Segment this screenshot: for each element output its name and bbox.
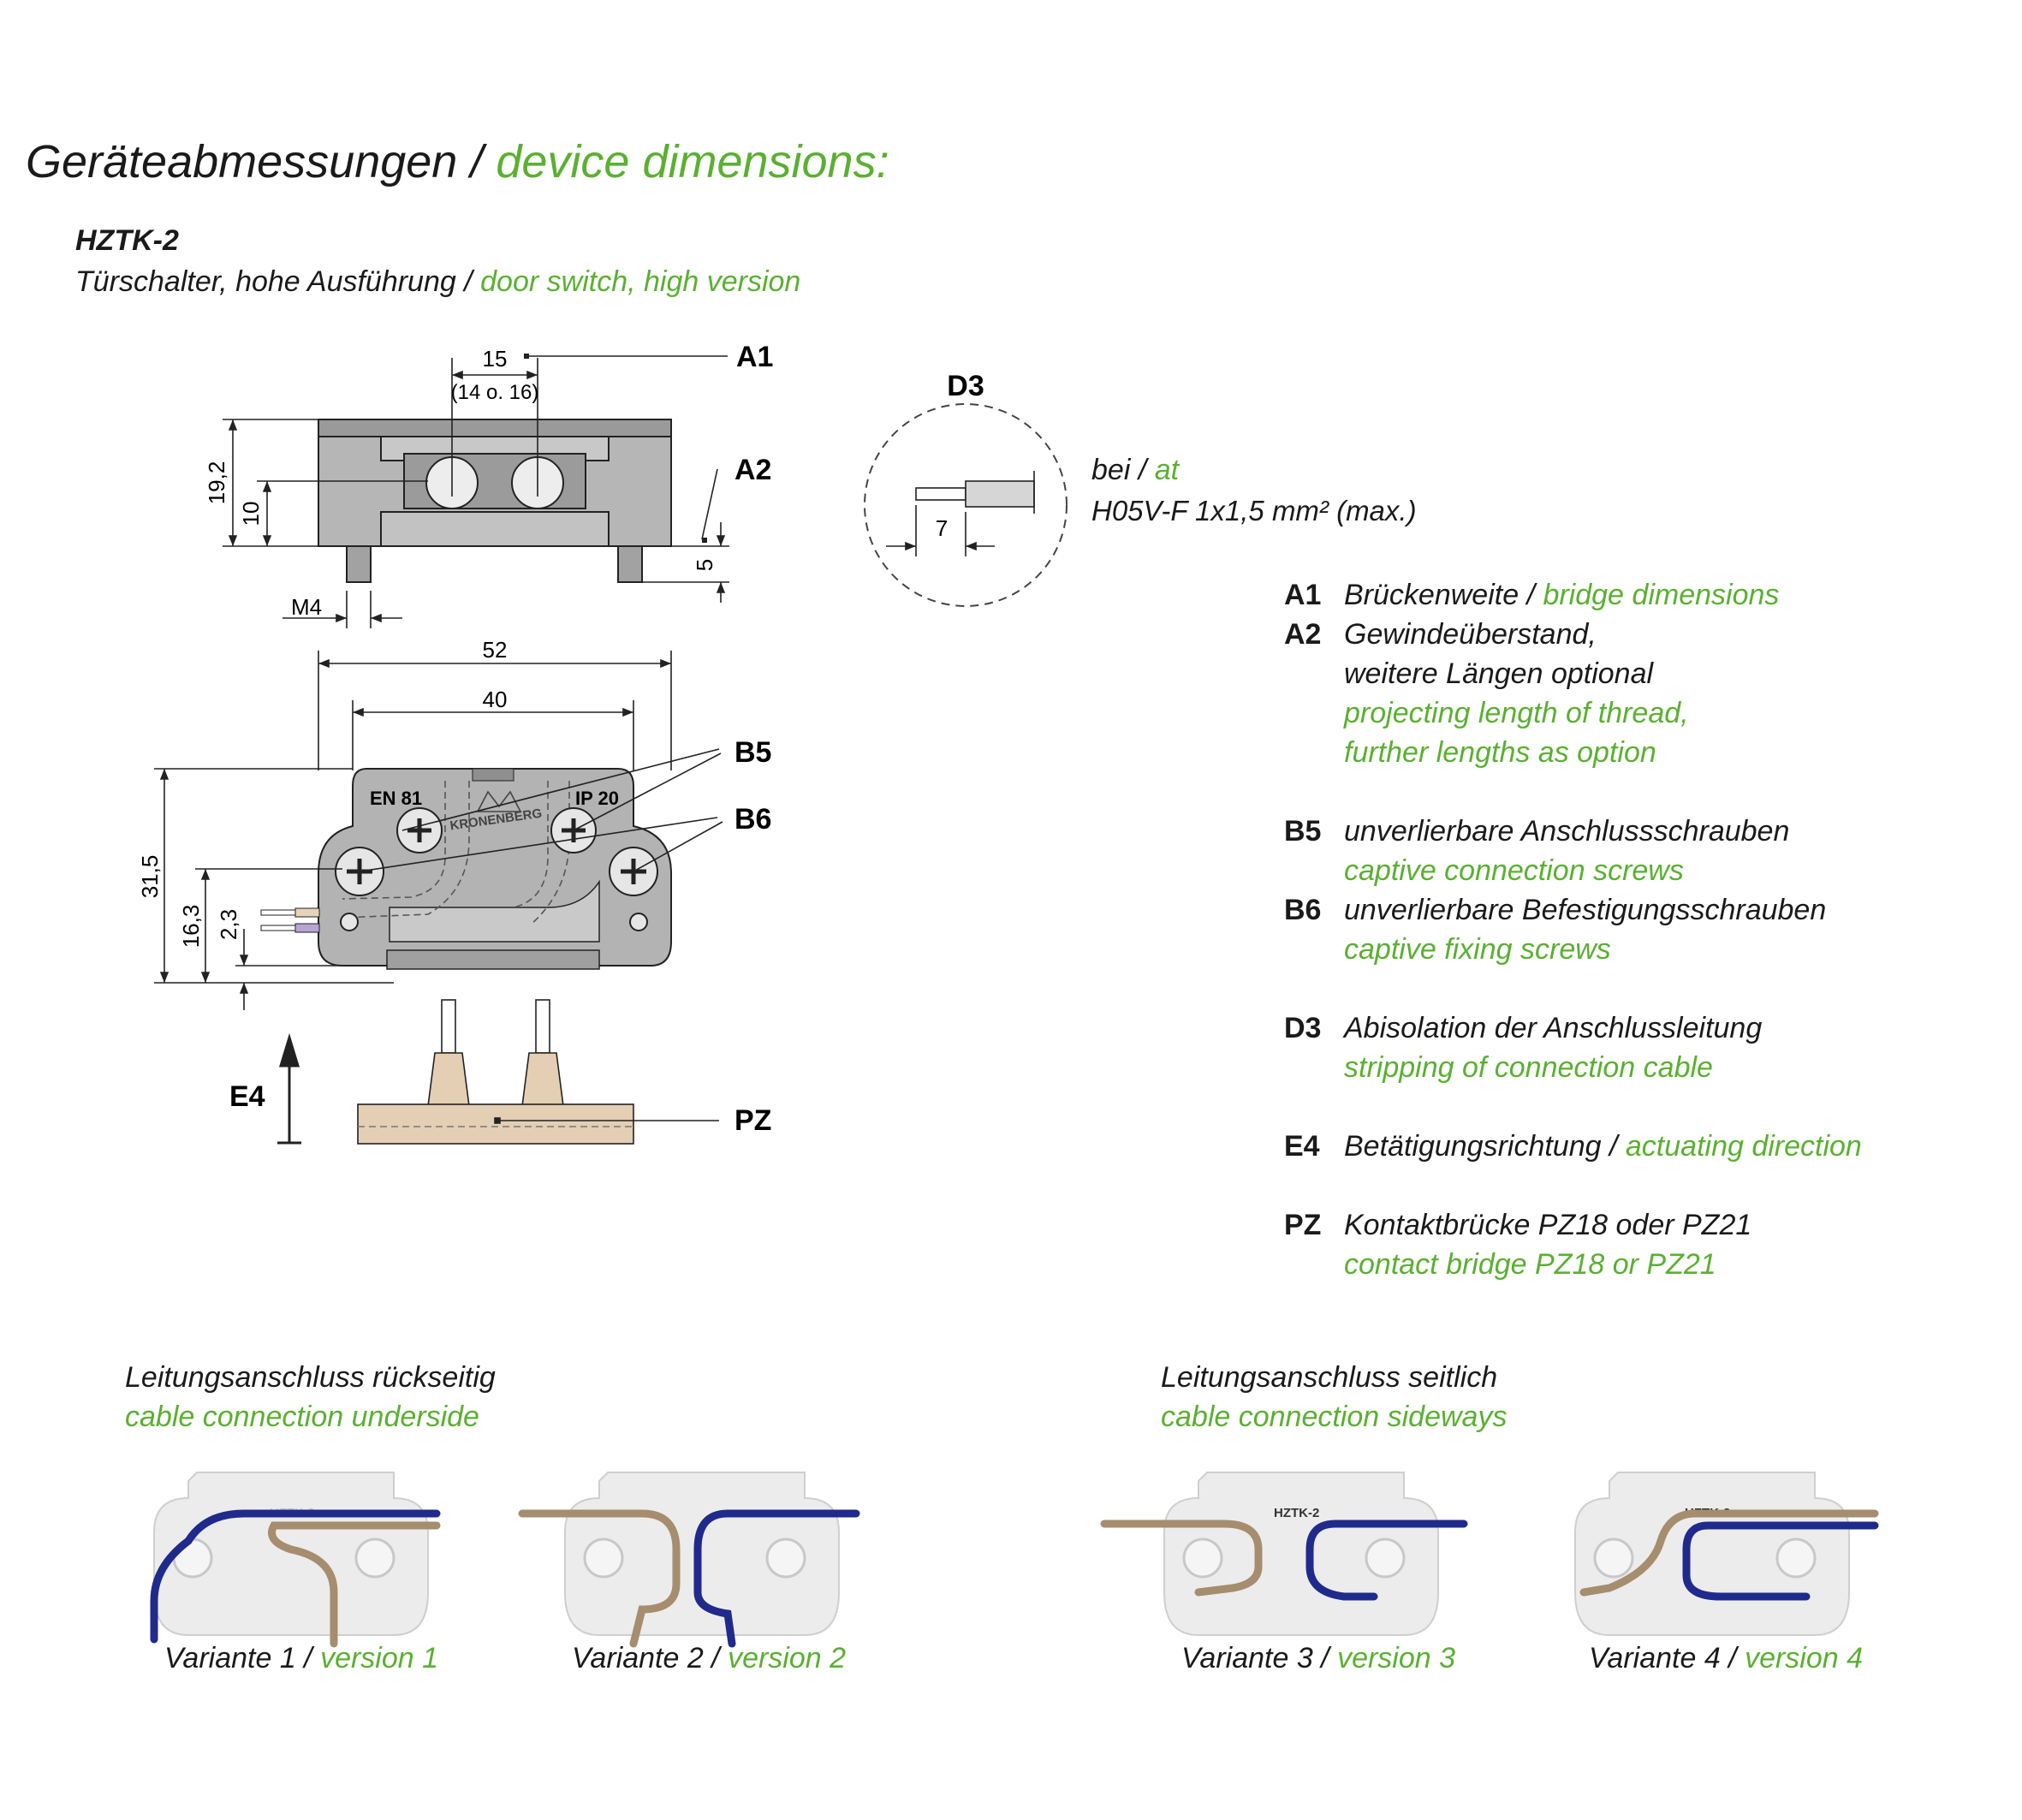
subtitle: Türschalter, hohe Ausführung / door swit…: [75, 265, 800, 299]
variant-2-de: Variante 2: [572, 1642, 704, 1674]
sideways-heading-en: cable connection sideways: [1161, 1401, 1508, 1433]
legend-text-de: Betätigungsrichtung: [1344, 1130, 1602, 1163]
dim-10: 10: [238, 502, 264, 526]
d3-note: bei / at: [1091, 454, 1179, 487]
legend-key: B6: [1284, 894, 1322, 926]
variant-4-caption: Variante 4 / version 4: [1589, 1642, 1864, 1674]
legend-text-en: projecting length of thread,: [1344, 697, 1689, 729]
sideways-heading-de: Leitungsanschluss seitlich: [1161, 1361, 1498, 1394]
thumb-label: HZTK-2: [1274, 1506, 1319, 1520]
callout-e4: E4: [229, 1080, 265, 1113]
legend-key: E4: [1284, 1130, 1320, 1163]
front-view-dimensions: [154, 651, 723, 1010]
dim-5: 5: [692, 559, 717, 571]
cable-stub: [260, 907, 320, 933]
model-name: HZTK-2: [75, 224, 179, 257]
dim-31-5: 31,5: [137, 855, 163, 899]
legend-key: A1: [1284, 579, 1322, 611]
dim-2-3: 2,3: [216, 909, 241, 940]
d3-note-sep: /: [1130, 454, 1155, 486]
dim-52: 52: [483, 637, 508, 663]
title-en: device dimensions:: [496, 136, 889, 187]
variant-4-de: Variante 4: [1589, 1642, 1721, 1674]
dim-7: 7: [936, 515, 948, 541]
callout-pz: PZ: [734, 1104, 771, 1137]
actuation-arrow-icon: [277, 1032, 301, 1145]
d3-cable: H05V-F 1x1,5 mm² (max.): [1091, 495, 1417, 526]
variant-3-thumbnail: HZTK-2: [1100, 1472, 1468, 1636]
dim-19-2: 19,2: [204, 461, 229, 505]
legend-text-en: further lengths as option: [1344, 736, 1656, 769]
legend-text-en: contact bridge PZ18 or PZ21: [1344, 1248, 1716, 1281]
callout-d3: D3: [947, 370, 984, 402]
legend-text-de: Kontaktbrücke PZ18 oder PZ21: [1344, 1209, 1752, 1241]
legend-text-de: unverlierbare Befestigungsschrauben: [1344, 894, 1827, 926]
legend-text-en: captive fixing screws: [1344, 933, 1611, 966]
callout-b5: B5: [734, 736, 771, 769]
en81-label: EN 81: [370, 788, 422, 809]
variant-3-caption: Variante 3 / version 3: [1181, 1642, 1456, 1674]
variant-thumbnails: HZTK-2 HZTK-2 HZTK-2: [150, 1472, 1879, 1648]
callout-b6: B6: [734, 803, 771, 836]
dim-40: 40: [483, 687, 508, 712]
subtitle-en: door switch, high version: [480, 265, 801, 298]
variant-2-thumbnail: [518, 1472, 860, 1648]
d3-note-en: at: [1154, 454, 1180, 486]
variant-4-thumbnail: HZTK-2: [1574, 1472, 1879, 1636]
legend-key: A2: [1284, 618, 1322, 651]
page-title: Geräteabmessungen / device dimensions:: [26, 135, 889, 188]
a2-marker: [702, 538, 707, 543]
subtitle-de: Türschalter, hohe Ausführung: [75, 265, 456, 298]
legend-text-en: stripping of connection cable: [1344, 1051, 1713, 1084]
legend-text-de: weitere Längen optional: [1344, 657, 1654, 690]
legend-key: D3: [1284, 1012, 1322, 1044]
connection-screw-icon: [396, 807, 443, 853]
legend-text-en: captive connection screws: [1344, 854, 1684, 887]
title-separator: /: [457, 136, 497, 187]
ip20-label: IP 20: [575, 788, 619, 809]
legend-text-de: Gewindeüberstand,: [1344, 618, 1597, 651]
title-de: Geräteabmessungen: [26, 136, 458, 187]
variant-1-en: version 1: [320, 1642, 439, 1674]
dim-m4: M4: [291, 594, 322, 620]
variant-1-thumbnail: HZTK-2: [150, 1472, 441, 1648]
legend-text-de: Brückenweite: [1344, 579, 1519, 611]
dim-16-3: 16,3: [178, 905, 204, 949]
underside-heading-en: cable connection underside: [125, 1401, 479, 1433]
variant-4-en: version 4: [1745, 1642, 1864, 1674]
variant-2-caption: Variante 2 / version 2: [572, 1642, 847, 1674]
side-view-dimensions: [223, 355, 729, 628]
variant-3-de: Variante 3: [1181, 1642, 1313, 1674]
legend-key: B5: [1284, 815, 1322, 848]
legend-text-en: actuating direction: [1625, 1130, 1862, 1163]
underside-heading-de: Leitungsanschluss rückseitig: [125, 1361, 496, 1394]
contact-bridge: [357, 999, 719, 1145]
legend-key: PZ: [1284, 1209, 1322, 1241]
front-view: KRONENBERG EN 81 IP 20: [260, 768, 672, 970]
subtitle-separator: /: [455, 265, 481, 298]
d3-detail: [864, 403, 1067, 607]
variant-2-en: version 2: [728, 1642, 847, 1674]
legend-text-en: bridge dimensions: [1543, 579, 1780, 611]
variant-3-en: version 3: [1337, 1642, 1456, 1674]
legend-text-de: Abisolation der Anschlussleitung: [1344, 1012, 1763, 1044]
side-view: [318, 419, 672, 583]
callout-a1: A1: [736, 341, 773, 373]
variant-1-de: Variante 1: [164, 1642, 296, 1674]
dim-15: 15: [483, 346, 508, 372]
callout-a2: A2: [734, 454, 771, 486]
legend-text-de: unverlierbare Anschlussschrauben: [1344, 815, 1790, 848]
variant-1-caption: Variante 1 / version 1: [164, 1642, 439, 1674]
dim-15-alt: (14 o. 16): [451, 381, 539, 404]
d3-note-de: bei: [1091, 454, 1131, 486]
a1-marker: [524, 354, 529, 359]
